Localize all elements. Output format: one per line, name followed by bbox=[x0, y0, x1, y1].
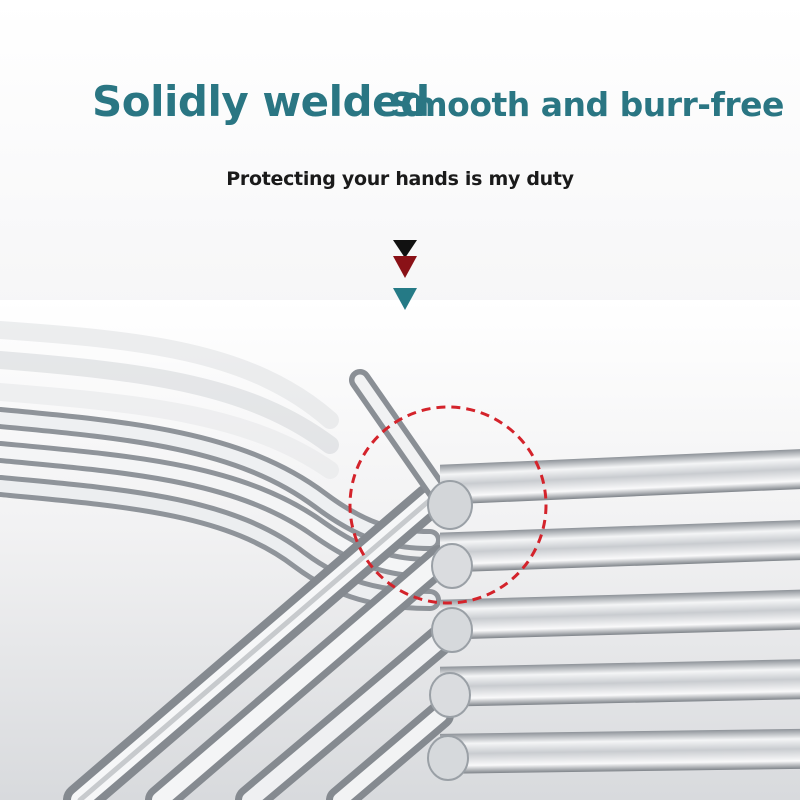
headline-smooth-burr-free: Smooth and burr-free bbox=[390, 85, 784, 124]
diagonal-rods bbox=[63, 483, 455, 800]
headline: Solidly welded Smooth and burr-free bbox=[0, 74, 800, 134]
dashed-circle-highlight bbox=[348, 405, 548, 605]
triangle-down-icon bbox=[393, 240, 417, 258]
vertical-rod bbox=[349, 369, 451, 506]
arrow-stack bbox=[393, 240, 417, 310]
weld-joints bbox=[427, 480, 473, 781]
background-rods bbox=[0, 321, 339, 479]
headline-solidly-welded: Solidly welded bbox=[92, 77, 430, 126]
subheadline: Protecting your hands is my duty bbox=[226, 168, 574, 190]
triangle-down-icon bbox=[393, 256, 417, 278]
horizontal-rods bbox=[440, 449, 800, 774]
triangle-down-icon bbox=[393, 288, 417, 310]
